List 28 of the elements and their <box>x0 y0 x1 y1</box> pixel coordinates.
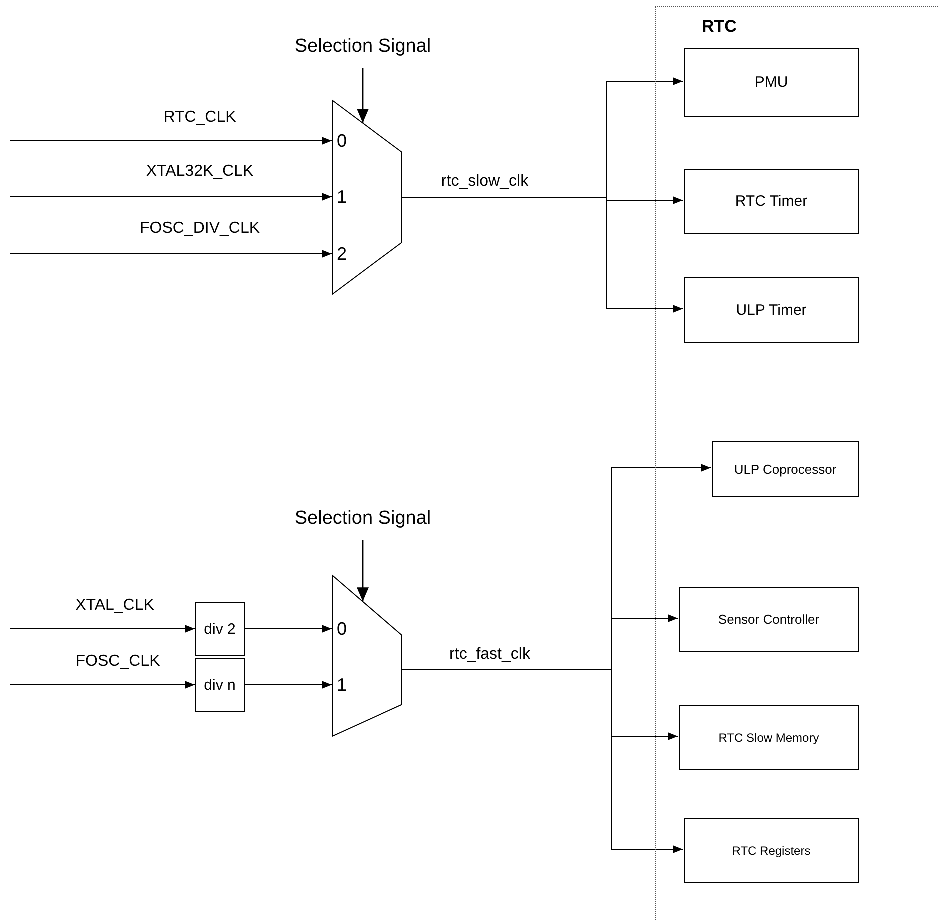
edge-label: XTAL_CLK <box>74 597 156 615</box>
arrow <box>244 625 332 633</box>
arrow <box>10 681 196 689</box>
block-box: ULP Coprocessor <box>712 441 859 497</box>
edge-label: XTAL32K_CLK <box>144 163 256 181</box>
edge-label: rtc_slow_clk <box>439 173 531 191</box>
input-number: 0 <box>337 131 348 151</box>
arrow <box>357 540 369 602</box>
block-box: ULP Timer <box>684 277 859 343</box>
input-number: 1 <box>337 675 348 695</box>
arrow <box>10 625 196 633</box>
block-box: PMU <box>684 48 859 117</box>
input-number: 1 <box>337 187 348 207</box>
arrow <box>10 193 332 201</box>
edge-label: rtc_fast_clk <box>448 646 532 664</box>
arrow <box>10 137 332 145</box>
block-box: RTC Timer <box>684 169 859 234</box>
arrow <box>244 681 332 689</box>
input-number: 0 <box>337 619 348 639</box>
signal-label: Selection Signal <box>258 508 468 538</box>
input-number: 2 <box>337 244 348 264</box>
block-box: RTC Slow Memory <box>679 705 859 770</box>
region-title: RTC <box>702 17 737 37</box>
signal-label: Selection Signal <box>258 36 468 66</box>
block-box: RTC Registers <box>684 818 859 883</box>
block-box: Sensor Controller <box>679 587 859 652</box>
arrow <box>10 250 332 258</box>
arrow <box>357 68 369 124</box>
